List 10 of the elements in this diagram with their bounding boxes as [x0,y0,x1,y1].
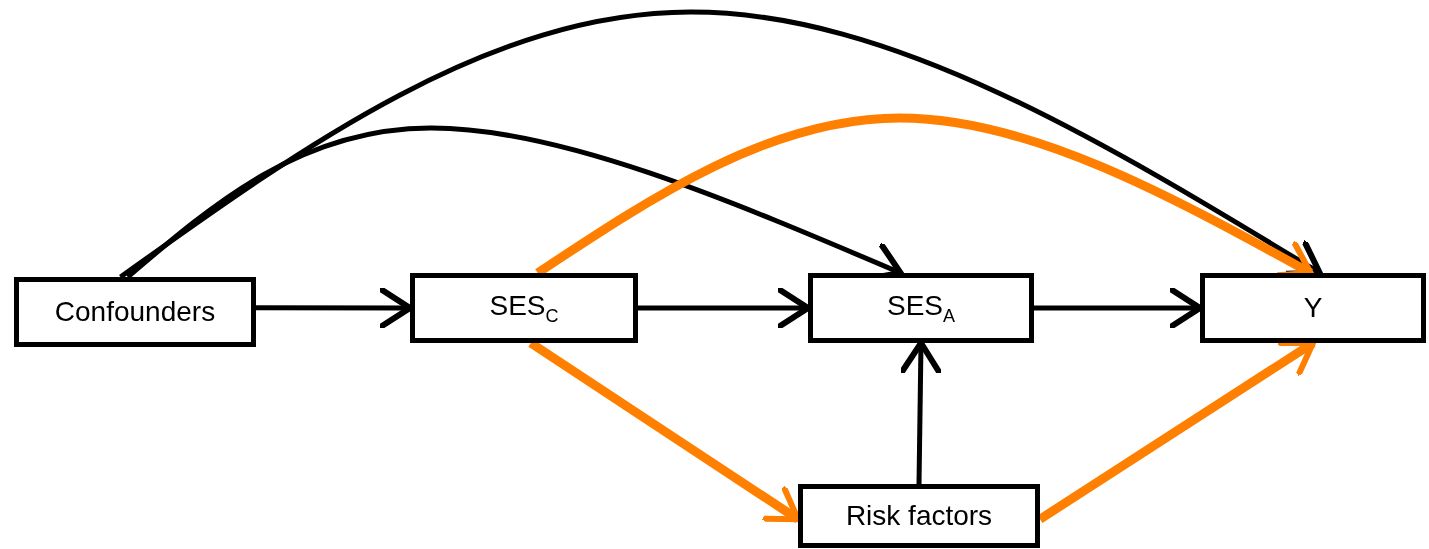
node-label: Risk factors [845,500,993,532]
node-label: SES$_{C}$ [489,289,559,327]
process-box [1200,273,1426,343]
process-box [808,273,1034,343]
node-label: Y [1303,292,1323,324]
process-box [410,273,638,343]
process-box [798,484,1040,548]
node-label: SES$_{A}$ [886,289,955,327]
node-label: Confounders [54,296,216,328]
process-box [14,277,256,347]
